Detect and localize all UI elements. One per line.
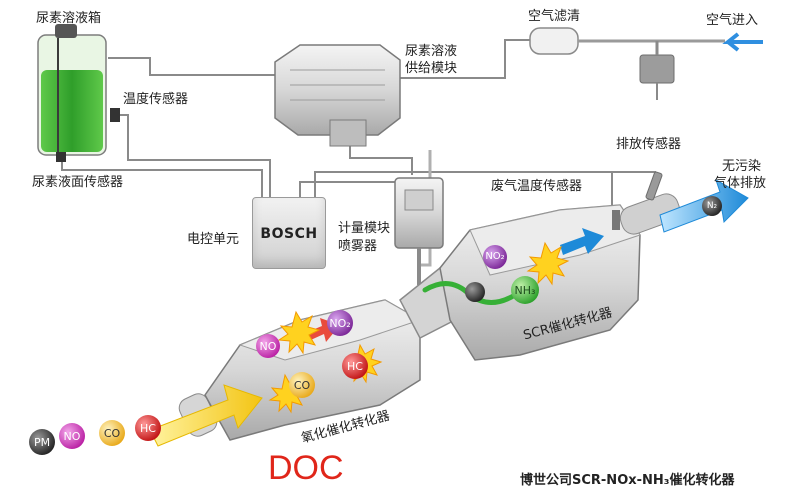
urea-level-sensor-label: 尿素液面传感器 <box>32 175 124 190</box>
outlet-pipe <box>619 193 681 235</box>
ecu-label: 电控单元 <box>187 232 240 247</box>
air-filter-graphic <box>529 27 763 100</box>
footer-caption: 博世公司SCR-NOx-NH₃催化转化器 <box>520 473 735 488</box>
n2-label-outlet: N₂ <box>706 200 718 211</box>
exhaust-sensor-label: 排放传感器 <box>616 137 682 152</box>
exhaust-sensor-probe <box>645 171 663 201</box>
no-label-inlet: NO <box>63 429 81 443</box>
no2-label-scr: NO₂ <box>485 251 505 262</box>
no2-label-doc: NO₂ <box>329 316 351 330</box>
clean-gas-label-line2: 气体排放 <box>714 176 767 191</box>
bosch-logo-text: BOSCH <box>260 226 318 242</box>
pm-label-inlet: PM <box>33 435 51 449</box>
doc-label: DOC <box>268 449 344 487</box>
air-filter-label: 空气滤清 <box>528 9 581 24</box>
co-label-inlet: CO <box>103 426 121 440</box>
molecules-graphics <box>29 196 722 455</box>
exhaust-temp-sensor-label: 废气温度传感器 <box>491 179 583 194</box>
scr-flow-arrow <box>560 228 604 255</box>
supply-module-graphic <box>274 44 401 147</box>
urea-tank-graphic <box>37 24 120 162</box>
urea-tank-label: 尿素溶液箱 <box>36 11 102 26</box>
dosing-module-graphic <box>394 177 444 285</box>
hc-label-inlet: HC <box>140 421 156 435</box>
supply-module-label-line2: 供给模块 <box>405 61 458 76</box>
ecu-unit: BOSCH <box>252 197 326 269</box>
dosing-module-label-line2: 喷雾器 <box>338 239 378 254</box>
nh3-label-scr: NH₃ <box>514 283 536 297</box>
no-label-doc: NO <box>259 339 277 353</box>
clean-gas-label-line1: 无污染 <box>722 159 762 174</box>
hc-label-doc: HC <box>347 359 363 373</box>
dosing-module-label-line1: 计量模块 <box>338 221 391 236</box>
inlet-arrow <box>149 384 263 447</box>
supply-module-label-line1: 尿素溶液 <box>405 44 458 59</box>
wiring <box>61 39 656 212</box>
temperature-sensor-label: 温度传感器 <box>123 92 189 107</box>
air-inlet-label: 空气进入 <box>706 13 759 28</box>
co-label-doc: CO <box>293 378 311 392</box>
